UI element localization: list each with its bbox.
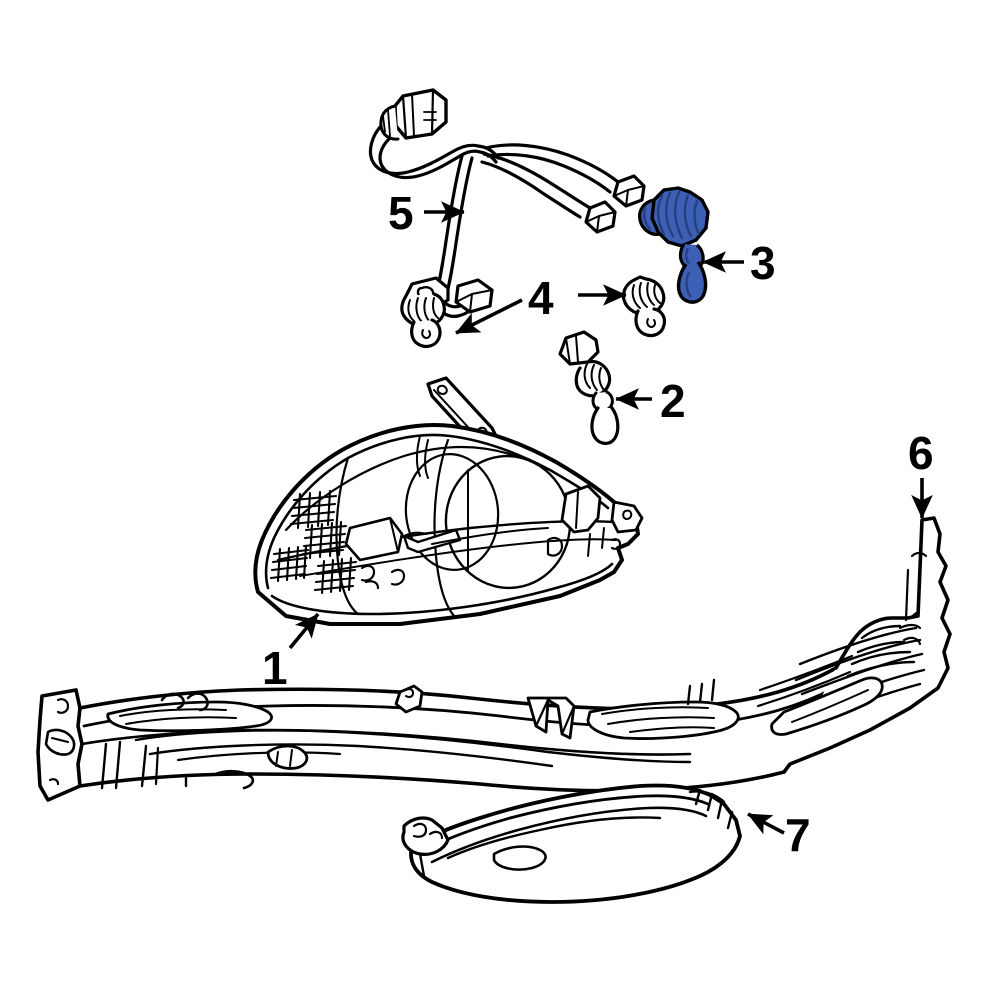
- part-bumper-reinforcement-beam: [36, 516, 952, 802]
- part-bulb-socket-white: [558, 330, 620, 445]
- part-bulb-right: [621, 275, 667, 338]
- part-bumper-filler-panel: [401, 783, 742, 904]
- callout-arrow-7: [747, 812, 785, 835]
- callout-number-4: 4: [528, 272, 554, 324]
- callout-number-1: 1: [262, 642, 288, 694]
- part-bulb-socket-highlighted: [638, 186, 710, 304]
- part-headlamp-assembly: [253, 376, 644, 626]
- callout-arrow-1: [288, 612, 320, 650]
- callout-number-3: 3: [750, 237, 776, 289]
- callout-number-5: 5: [388, 187, 414, 239]
- callout-arrow-4-left: [455, 298, 523, 335]
- callout-number-2: 2: [660, 375, 686, 427]
- callout-number-6: 6: [908, 427, 934, 479]
- part-bulb-left: [400, 276, 450, 349]
- callout-number-7: 7: [785, 809, 811, 861]
- callout-arrows: [288, 201, 933, 835]
